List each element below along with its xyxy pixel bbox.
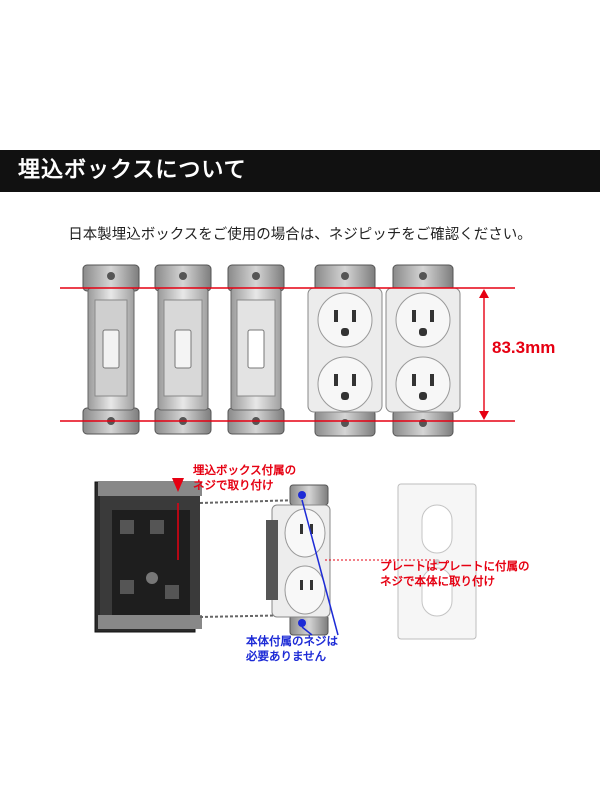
arrow-head-down-icon	[479, 411, 489, 420]
outlet-side-device	[266, 484, 331, 636]
intro-text: 日本製埋込ボックスをご使用の場合は、ネジピッチをご確認ください。	[68, 227, 532, 243]
box-screw-line-2: ネジで取り付け	[193, 478, 274, 492]
red-pointer-icon	[172, 478, 184, 492]
box-screw-annotation: 埋込ボックス付属の ネジで取り付け	[193, 463, 296, 493]
switch-device-3	[227, 264, 285, 435]
switch-device-2	[154, 264, 212, 435]
outlet-device-1	[307, 264, 383, 437]
switch-device-1	[82, 264, 140, 435]
blue-screw-bottom-icon	[298, 619, 306, 627]
embedded-box	[94, 478, 202, 633]
plate-line-2: ネジで本体に取り付け	[380, 574, 495, 588]
plate-line-1: プレートはプレートに付属の	[380, 559, 530, 573]
plate-screw-annotation: プレートはプレートに付属の ネジで本体に取り付け	[380, 559, 530, 589]
body-screw-line-2: 必要ありません	[246, 649, 327, 663]
section-header: 埋込ボックスについて	[0, 150, 600, 192]
body-screw-annotation: 本体付属のネジは 必要ありません	[246, 634, 338, 664]
cover-plate	[397, 483, 477, 640]
section-title: 埋込ボックスについて	[18, 158, 247, 183]
pitch-dimension-label: 83.3mm	[492, 338, 556, 357]
outlet-device-2	[385, 264, 461, 437]
blue-screw-top-icon	[298, 491, 306, 499]
body-screw-line-1: 本体付属のネジは	[246, 634, 338, 648]
box-screw-line-1: 埋込ボックス付属の	[193, 463, 297, 477]
arrow-head-up-icon	[479, 289, 489, 298]
